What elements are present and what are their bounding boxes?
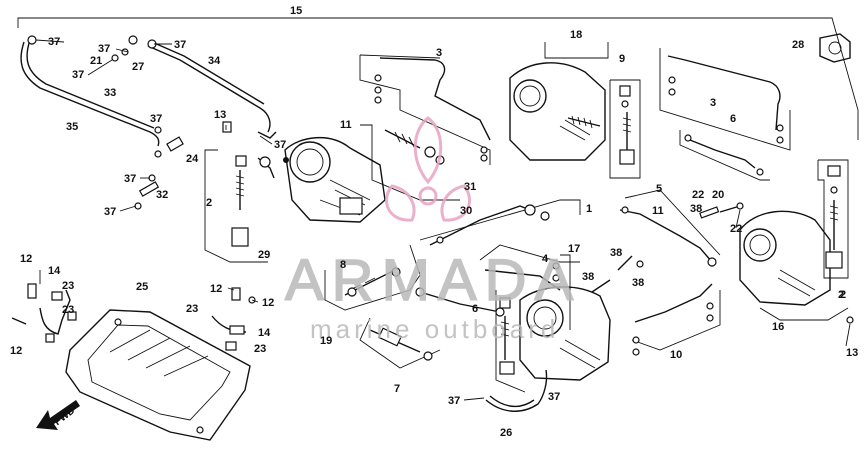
part-label: 3 bbox=[710, 97, 716, 109]
needle-jet-group-lower bbox=[495, 290, 526, 393]
watermark-tagline: marine outboard bbox=[310, 314, 559, 344]
part-label: 8 bbox=[340, 259, 346, 271]
part-label: 33 bbox=[104, 87, 116, 99]
air-box-25 bbox=[65, 309, 251, 441]
part-label: 11 bbox=[652, 205, 664, 217]
choke-link-group-6 bbox=[679, 130, 770, 181]
throttle-stop-group-11-right bbox=[619, 189, 721, 267]
part-label: 37 bbox=[448, 395, 460, 407]
throttle-link-group-3-left bbox=[359, 54, 491, 165]
carburetor-body-18 bbox=[509, 42, 609, 161]
part-label: 23 bbox=[254, 343, 266, 355]
part-label: 38 bbox=[632, 277, 644, 289]
part-label: 16 bbox=[772, 321, 784, 333]
part-label: 38 bbox=[610, 247, 622, 259]
part-label: 23 bbox=[62, 280, 74, 292]
part-label: 2 bbox=[206, 197, 212, 209]
part-label: 38 bbox=[690, 203, 702, 215]
part-label: 4 bbox=[542, 253, 549, 265]
carburetor-body-17 bbox=[519, 254, 611, 381]
link-rod-1 bbox=[419, 199, 581, 246]
link-rod-10 bbox=[631, 283, 721, 356]
throttle-link-group-3-right bbox=[659, 48, 791, 151]
part-label: 37 bbox=[72, 69, 84, 81]
part-label: 12 bbox=[210, 283, 222, 295]
watermark-brand: ARMADA bbox=[285, 248, 581, 313]
part-label: 22 bbox=[692, 189, 704, 201]
part-label: 17 bbox=[568, 243, 580, 255]
needle-jet-group-2-left bbox=[204, 149, 275, 263]
part-label: 32 bbox=[156, 189, 168, 201]
part-label: 2 bbox=[838, 289, 844, 301]
part-label: 12 bbox=[10, 345, 22, 357]
part-label: 37 bbox=[104, 206, 116, 218]
part-label: 15 bbox=[290, 5, 302, 17]
part-label: 1 bbox=[586, 203, 592, 215]
part-label: 18 bbox=[570, 29, 582, 41]
part-label: 35 bbox=[66, 121, 78, 133]
part-label: 21 bbox=[90, 55, 102, 67]
pins-38 bbox=[591, 255, 644, 293]
part-label: 26 bbox=[500, 427, 512, 439]
screws-20-22 bbox=[699, 202, 744, 219]
part-label: 19 bbox=[320, 335, 332, 347]
part-label: 12 bbox=[262, 297, 274, 309]
fuel-valve-28 bbox=[819, 33, 851, 63]
part-label: 31 bbox=[464, 181, 476, 193]
part-label: 37 bbox=[124, 173, 136, 185]
part-label: 14 bbox=[258, 327, 271, 339]
part-label: 25 bbox=[136, 281, 148, 293]
drain-tube-26 bbox=[485, 369, 548, 412]
assembly-bracket-15 bbox=[17, 17, 859, 140]
part-label: 27 bbox=[132, 61, 144, 73]
part-label: 13 bbox=[846, 347, 858, 359]
leader-lines bbox=[35, 39, 851, 401]
part-label: 6 bbox=[730, 113, 736, 125]
needle-jet-group-2-right bbox=[817, 159, 854, 324]
carburetor-body-left bbox=[283, 136, 386, 223]
part-label: 37 bbox=[98, 43, 110, 55]
fuel-pipe-34 bbox=[147, 41, 271, 133]
part-label: 12 bbox=[20, 253, 32, 265]
carburetor-body-16 bbox=[739, 210, 849, 321]
part-label: 23 bbox=[186, 303, 198, 315]
needle-jet-group-9 bbox=[609, 79, 641, 179]
part-label: 20 bbox=[712, 189, 724, 201]
drain-hose-14-center bbox=[211, 287, 256, 351]
part-label: 28 bbox=[792, 39, 804, 51]
link-rod-8 bbox=[324, 244, 421, 311]
part-label: 2 bbox=[840, 289, 846, 301]
part-label: 22 bbox=[730, 223, 742, 235]
watermark: ARMADA marine outboard bbox=[284, 116, 581, 344]
link-rod-6-lower bbox=[415, 287, 505, 317]
forward-direction-marker bbox=[36, 400, 80, 430]
part-label: 3 bbox=[436, 47, 442, 59]
part-label: 9 bbox=[619, 53, 625, 65]
part-labels: 15 37 37 37 21 27 37 33 34 35 37 13 37 2… bbox=[10, 5, 858, 439]
part-label: 10 bbox=[670, 349, 682, 361]
part-label: 34 bbox=[208, 55, 221, 67]
part-label: 6 bbox=[472, 303, 478, 315]
fuel-pipe-35 bbox=[20, 39, 160, 147]
part-label: 29 bbox=[258, 249, 270, 261]
part-label: 24 bbox=[186, 153, 199, 165]
drain-hose-14-left bbox=[11, 283, 77, 343]
part-label: 13 bbox=[214, 109, 226, 121]
part-label: 30 bbox=[460, 205, 472, 217]
small-fittings-upper-left bbox=[27, 35, 277, 210]
part-label: 7 bbox=[394, 383, 400, 395]
part-label: 38 bbox=[582, 271, 594, 283]
part-label: 37 bbox=[548, 391, 560, 403]
link-rod-7 bbox=[359, 317, 441, 369]
part-label: 14 bbox=[48, 265, 61, 277]
part-label: 37 bbox=[48, 36, 60, 48]
part-label: 5 bbox=[656, 183, 662, 195]
part-label: 37 bbox=[150, 113, 162, 125]
part-label: 11 bbox=[340, 119, 352, 131]
watermark-logo bbox=[385, 116, 471, 222]
part-label: 37 bbox=[174, 39, 186, 51]
part-label: 23 bbox=[62, 304, 74, 316]
part-label: 37 bbox=[274, 139, 286, 151]
